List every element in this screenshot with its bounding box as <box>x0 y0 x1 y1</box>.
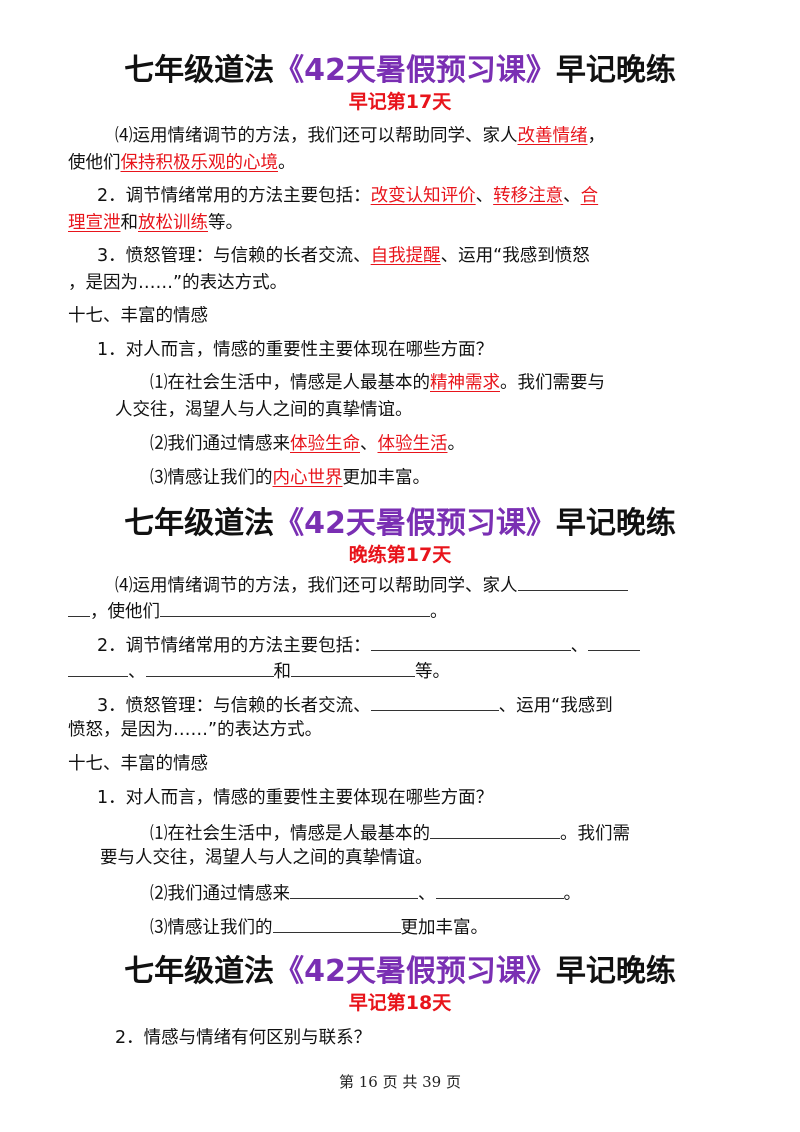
fill-blank[interactable] <box>370 692 499 711</box>
fill-blank[interactable] <box>430 820 560 839</box>
answer-text: 自我提醒 <box>370 246 441 266</box>
question: 1．对人而言，情感的重要性主要体现在哪些方面？ <box>97 340 494 360</box>
day-label: 早记第18天 <box>348 992 452 1014</box>
fill-blank[interactable] <box>160 598 430 617</box>
paragraph: 愤怒，是因为……”的表达方式。 <box>68 720 323 740</box>
paragraph: 理宣泄和放松训练等。 <box>68 213 243 233</box>
heading: 十七、丰富的情感 <box>68 306 208 326</box>
fill-blank[interactable] <box>370 632 571 651</box>
paragraph: 2．调节情绪常用的方法主要包括：改变认知评价、转移注意、合 <box>97 186 599 206</box>
answer-text: 体验生命 <box>290 434 360 454</box>
paragraph: ⑴在社会生活中，情感是人最基本的精神需求。我们需要与 <box>150 373 605 393</box>
answer-text: 精神需求 <box>430 373 500 393</box>
section-title: 七年级道法《42天暑假预习课》早记晚练 <box>124 53 676 88</box>
paragraph: 3．愤怒管理：与信赖的长者交流、自我提醒、运用“我感到愤怒 <box>97 246 590 266</box>
paragraph: ，是因为……”的表达方式。 <box>68 273 288 293</box>
answer-text: 合 <box>580 186 599 206</box>
answer-text: 放松训练 <box>138 213 208 233</box>
fill-blank[interactable] <box>68 658 128 677</box>
paragraph: ⑷运用情绪调节的方法，我们还可以帮助同学、家人改善情绪， <box>115 126 605 146</box>
fill-blank[interactable] <box>517 572 628 591</box>
fill-blank[interactable] <box>435 880 564 899</box>
answer-text: 改善情绪 <box>517 126 588 146</box>
question: 2．情感与情绪有何区别与联系？ <box>115 1028 372 1048</box>
paragraph: ，使他们。 <box>68 598 448 624</box>
fill-blank[interactable] <box>272 914 401 933</box>
heading: 十七、丰富的情感 <box>68 754 208 774</box>
answer-text: 保持积极乐观的心境 <box>120 153 279 173</box>
paragraph: 2．调节情绪常用的方法主要包括：、 <box>97 632 641 658</box>
section-title: 七年级道法《42天暑假预习课》早记晚练 <box>124 954 676 989</box>
paragraph: ⑷运用情绪调节的方法，我们还可以帮助同学、家人 <box>115 572 628 598</box>
paragraph: 要与人交往，渴望人与人之间的真挚情谊。 <box>100 848 433 868</box>
paragraph: 使他们保持积极乐观的心境。 <box>68 153 296 173</box>
paragraph: ⑶情感让我们的内心世界更加丰富。 <box>150 468 430 488</box>
paragraph: ⑴在社会生活中，情感是人最基本的。我们需 <box>150 820 630 846</box>
paragraph: 、和等。 <box>68 658 450 684</box>
question: 1．对人而言，情感的重要性主要体现在哪些方面？ <box>97 788 494 808</box>
paragraph: ⑶情感让我们的更加丰富。 <box>150 914 488 940</box>
fill-blank[interactable] <box>68 598 90 617</box>
answer-text: 内心世界 <box>272 468 343 488</box>
answer-text: 改变认知评价 <box>370 186 476 206</box>
paragraph: 3．愤怒管理：与信赖的长者交流、、运用“我感到 <box>97 692 613 718</box>
day-label: 早记第17天 <box>348 91 452 113</box>
page-footer: 第 16 页 共 39 页 <box>338 1073 461 1091</box>
fill-blank[interactable] <box>291 658 415 677</box>
section-title: 七年级道法《42天暑假预习课》早记晚练 <box>124 506 676 541</box>
answer-text: 转移注意 <box>493 186 564 206</box>
paragraph: ⑵我们通过情感来、。 <box>150 880 581 906</box>
fill-blank[interactable] <box>290 880 418 899</box>
day-label: 晚练第17天 <box>348 544 452 566</box>
answer-text: 体验生活 <box>377 434 448 454</box>
paragraph: 人交往，渴望人与人之间的真挚情谊。 <box>115 400 413 420</box>
answer-text: 理宣泄 <box>68 213 121 233</box>
paragraph: ⑵我们通过情感来体验生命、体验生活。 <box>150 434 465 454</box>
fill-blank[interactable] <box>588 632 641 651</box>
fill-blank[interactable] <box>145 658 274 677</box>
